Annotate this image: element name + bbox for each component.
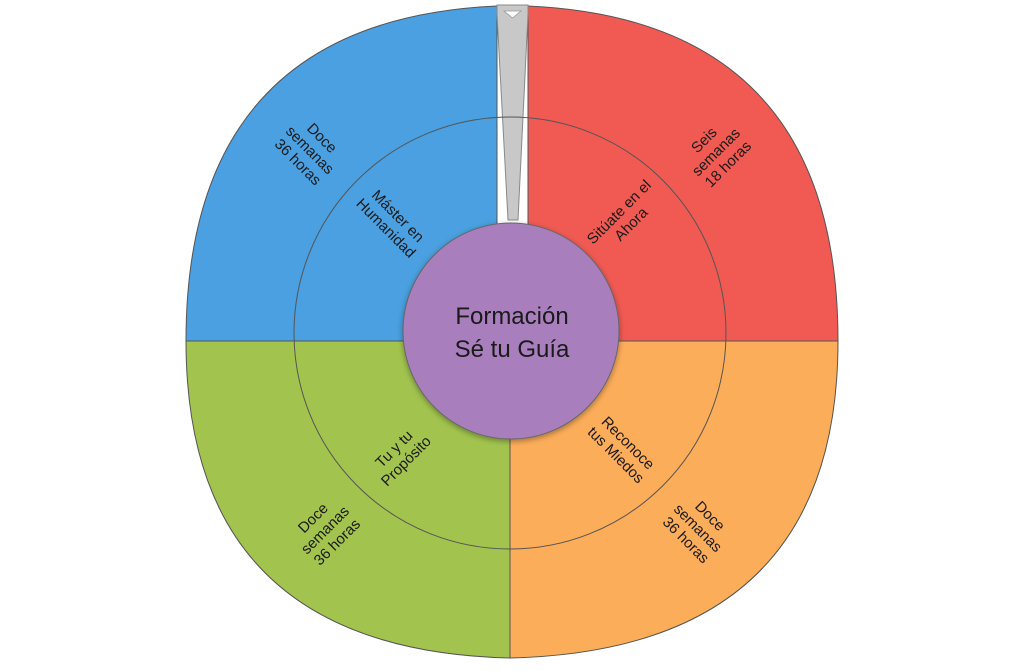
- quadrant-top-left[interactable]: [185, 5, 498, 342]
- center-title-line1: Formación: [455, 303, 568, 330]
- quadrant-top-right[interactable]: [527, 5, 839, 342]
- quadrant-bottom-left[interactable]: [185, 340, 511, 659]
- center-title-line2: Sé tu Guía: [455, 336, 570, 363]
- quadrant-bottom-right[interactable]: [509, 340, 839, 659]
- center-circle[interactable]: [402, 222, 620, 440]
- pointer-wedge[interactable]: [496, 4, 529, 221]
- pointer-arrow-icon: [502, 10, 523, 19]
- inner-ring: [293, 116, 727, 550]
